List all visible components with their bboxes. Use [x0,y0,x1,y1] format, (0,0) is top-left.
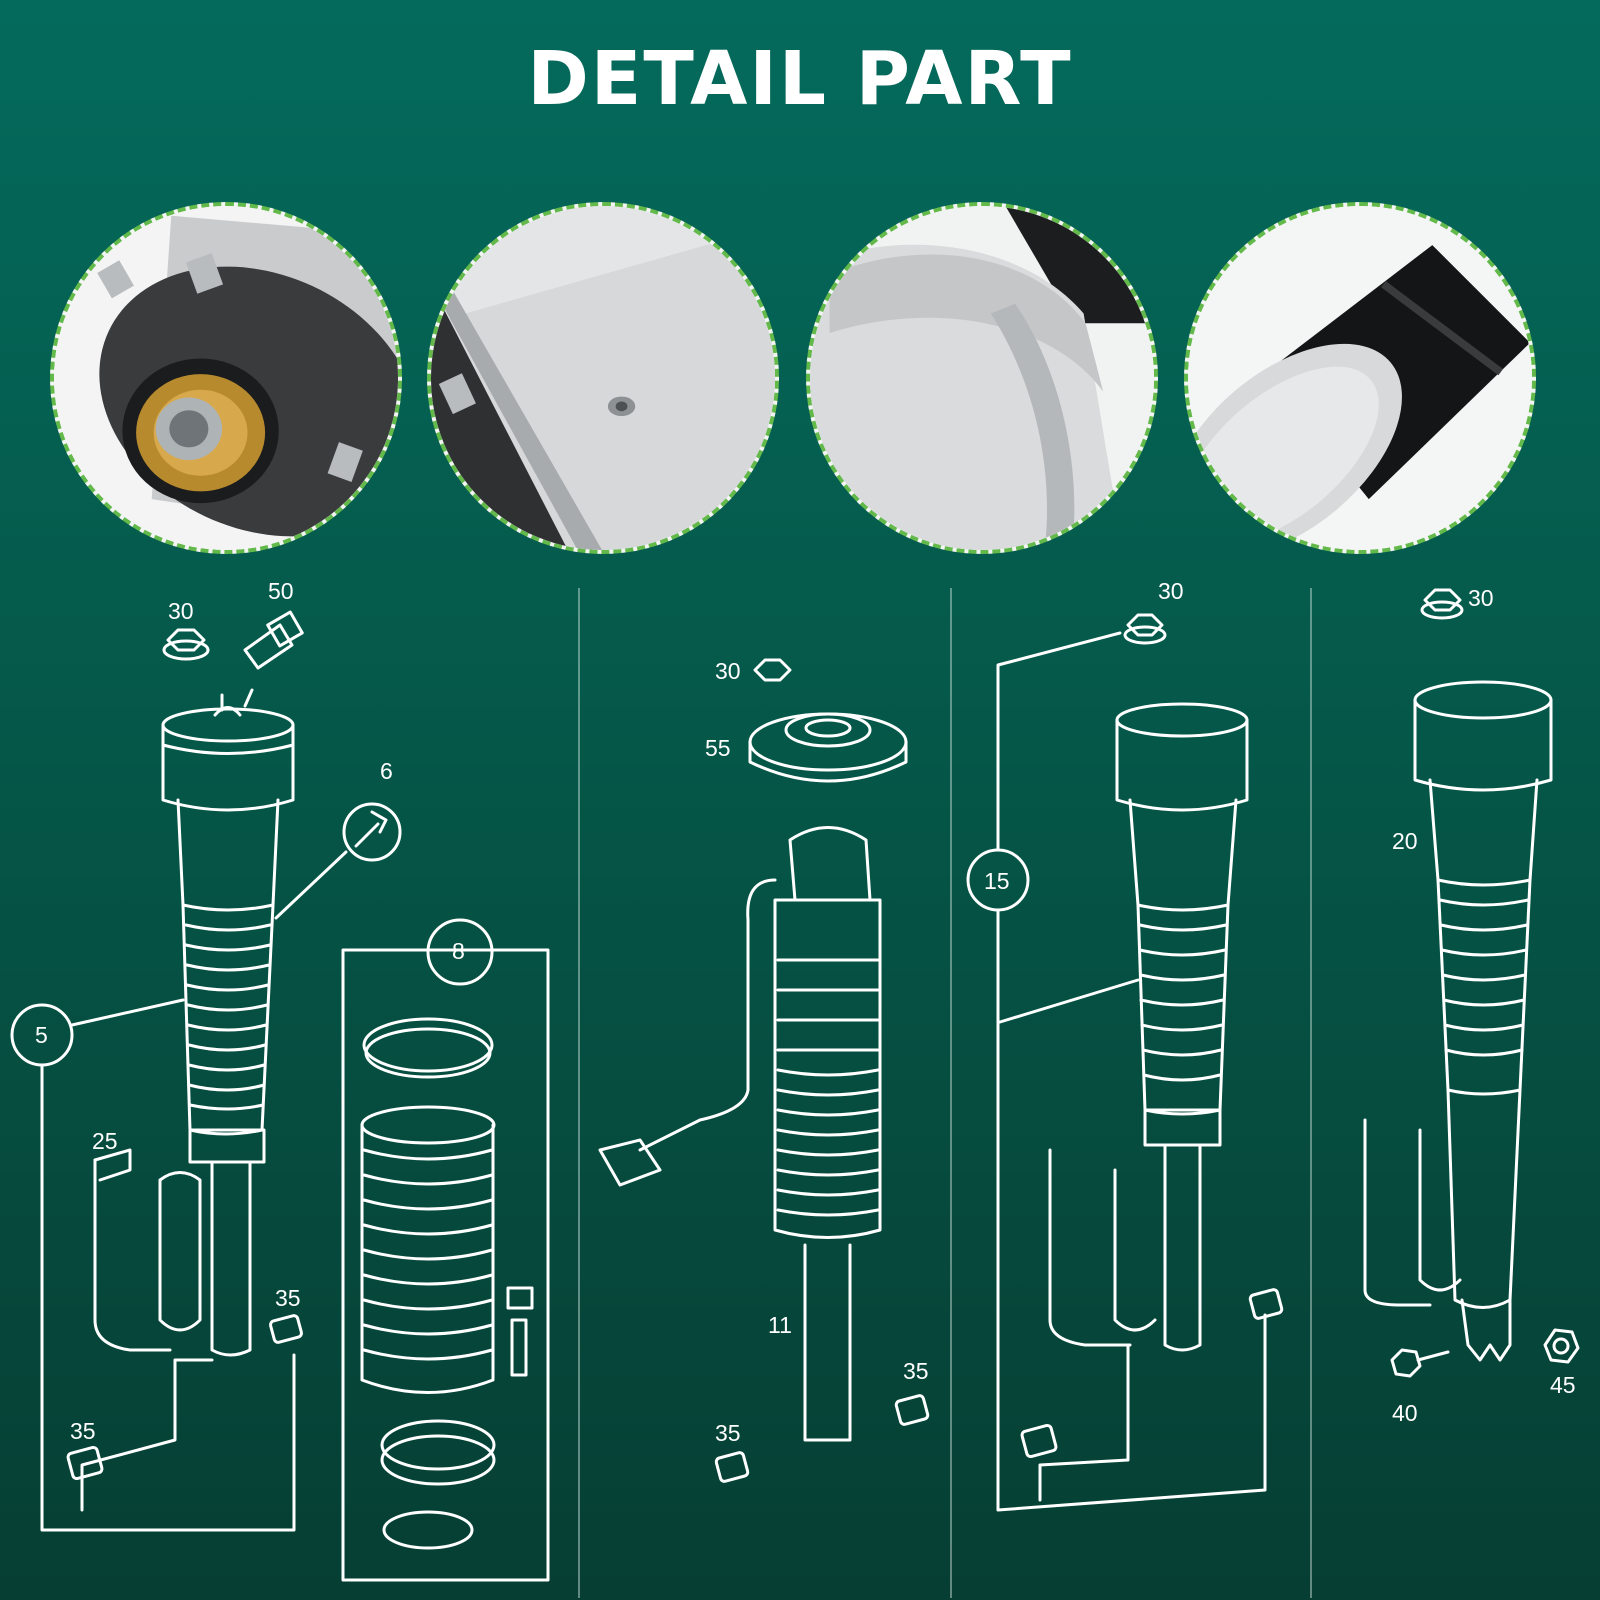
valve-icon-50 [243,610,304,670]
page-title: DETAIL PART [527,36,1073,122]
panel-divider [578,588,580,1598]
callout-15: 15 [984,868,1010,894]
body-and-rod-photo [806,202,1158,554]
top-mount-photo [50,202,402,554]
bolt-icon-40 [1390,1348,1450,1378]
repair-kit-8 [341,918,550,1582]
callout-5: 5 [35,1022,48,1048]
mount-and-body-photo [427,202,779,554]
callout-50: 50 [268,578,294,604]
nut-icon-30 [1123,613,1167,645]
callout-40: 40 [1392,1400,1418,1426]
callout-30: 30 [1158,578,1184,604]
rear-shock-absorber-11 [598,826,882,1442]
callout-8: 8 [452,938,465,964]
callout-35: 35 [903,1358,929,1384]
part-15-callout [966,631,1267,1512]
nut-icon-45 [1543,1328,1580,1364]
nut-icon-30 [162,628,210,661]
callout-25: 25 [92,1128,118,1154]
callout-35: 35 [70,1418,96,1444]
callout-20: 20 [1392,828,1418,854]
wrench-icon-6 [274,802,402,920]
top-mount-55 [748,712,908,783]
piston-rod-photo [1184,202,1536,554]
callout-30: 30 [168,598,194,624]
callout-35: 35 [275,1285,301,1311]
nut-icon-30 [1420,588,1464,620]
front-air-strut-assembly [93,688,295,1357]
nut-icon-30 [753,658,792,682]
air-strut-assembly-15 [1048,702,1249,1352]
callout-35: 35 [715,1420,741,1446]
callout-45: 45 [1550,1372,1576,1398]
air-strut-20 [1363,680,1553,1362]
callout-6: 6 [380,758,393,784]
plug-icon-35 [714,1394,930,1483]
plug-icon-35 [1020,1288,1284,1459]
part-5-callout [10,998,296,1532]
callout-55: 55 [705,735,731,761]
panel-divider [950,588,952,1598]
panel-divider [1310,588,1312,1598]
callout-30: 30 [1468,585,1494,611]
callout-11: 11 [768,1312,792,1338]
callout-30: 30 [715,658,741,684]
plug-icon-35 [66,1314,303,1481]
